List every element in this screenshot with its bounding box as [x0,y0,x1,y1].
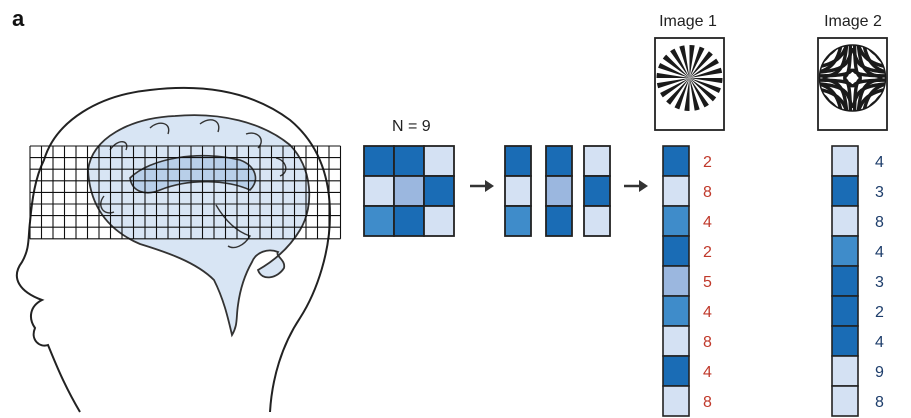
hyperbolic-grating-icon [818,44,887,112]
pattern-cell [662,325,690,357]
pattern-value: 8 [875,394,884,411]
pattern-cell [831,325,859,357]
pattern-value: 4 [875,154,884,171]
pattern-cell [831,355,859,387]
pattern-cell [662,265,690,297]
pattern-value: 4 [703,364,712,381]
image-title: Image 2 [824,13,882,30]
pattern-cell [662,355,690,387]
pattern-cell [831,385,859,417]
voxel-count-label: N = 9 [392,118,431,135]
voxel-cell [423,145,455,177]
pattern-value: 9 [875,364,884,381]
voxel-cell [423,205,455,237]
head-outline [15,86,332,413]
pattern-cell [662,385,690,417]
arrow-icon [470,180,494,192]
pattern-value: 4 [875,334,884,351]
pattern-cell [831,205,859,237]
pattern-value: 8 [703,394,712,411]
voxel-column-cell [583,145,611,177]
voxel-column-cell [545,205,573,237]
voxel-column-cell [545,145,573,177]
pattern-cell [831,175,859,207]
pattern-cell [662,295,690,327]
voxel-cell [363,145,395,177]
pattern-value: 4 [875,244,884,261]
pattern-value: 3 [875,184,884,201]
image-title: Image 1 [659,13,717,30]
voxel-cell [363,175,395,207]
pattern-cell [831,295,859,327]
pattern-value: 3 [875,274,884,291]
voxel-grid [29,145,342,240]
pattern-cell [831,145,859,177]
pattern-value: 5 [703,274,712,291]
voxel-cell [423,175,455,207]
pattern-value: 8 [703,184,712,201]
stimulus-frame [817,37,888,131]
stimulus-frame [654,37,725,131]
voxel-column-cell [583,205,611,237]
pattern-cell [662,235,690,267]
pattern-cell [662,175,690,207]
radial-grating-icon [656,45,723,111]
pattern-value: 4 [703,304,712,321]
voxel-pattern-matrix [363,145,455,237]
voxel-column-cell [545,175,573,207]
voxel-column-cell [504,205,532,237]
brain-illustration [87,114,311,338]
pattern-value: 2 [703,154,712,171]
pattern-cell [662,205,690,237]
image-column-2: Image 2 4 3 8 4 3 2 4 9 8 [817,13,888,417]
voxel-column-cell [504,175,532,207]
panel-label: a [12,6,25,31]
pattern-value: 4 [703,214,712,231]
pattern-value: 8 [875,214,884,231]
voxel-cell [393,145,425,177]
voxel-cell [393,205,425,237]
pattern-value: 8 [703,334,712,351]
voxel-column-cell [504,145,532,177]
voxel-cell [363,205,395,237]
voxel-columns [504,145,611,237]
pattern-value: 2 [875,304,884,321]
pattern-value: 2 [703,244,712,261]
arrow-icon [624,180,648,192]
pattern-cell [831,235,859,267]
pattern-cell [831,265,859,297]
voxel-cell [393,175,425,207]
pattern-cell [662,145,690,177]
voxel-column-cell [583,175,611,207]
